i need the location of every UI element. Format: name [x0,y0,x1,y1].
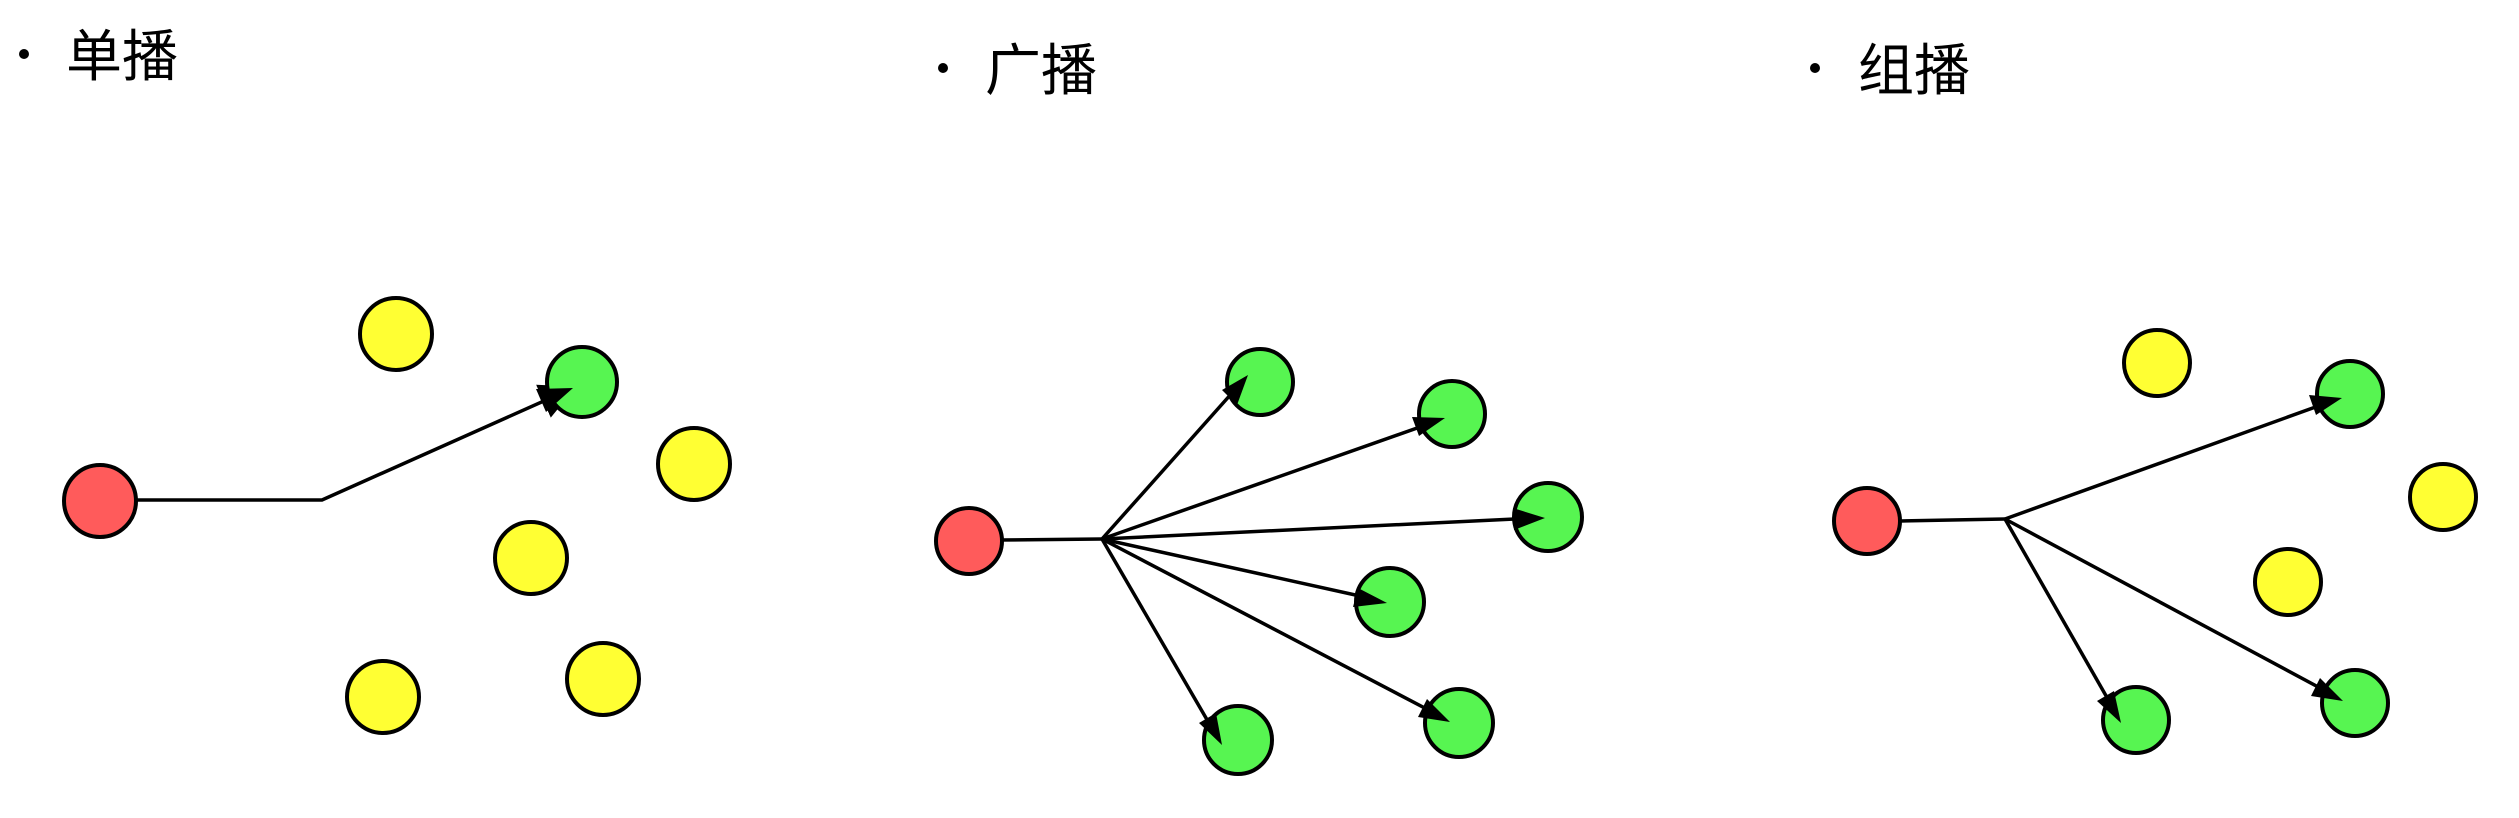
receiver-node [2101,685,2171,755]
receiver-node [1202,704,1274,776]
arrowhead-multicast [2311,678,2343,701]
edge-broadcast-branch [1101,516,1536,541]
bullet-broadcast [938,63,948,73]
edge-broadcast-branch [1100,382,1242,541]
edge-broadcast-branch [1101,537,1441,718]
receiver-node [2320,668,2390,738]
arrowhead-unicast [536,388,573,412]
edge-multicast-branch [2004,398,2336,521]
receiver-node [1417,379,1487,449]
edge-broadcast-branch [1100,538,1215,731]
sender-node [62,463,138,539]
receiver-node [1225,347,1295,417]
other-node [493,520,569,596]
arrowhead-broadcast [1222,375,1248,405]
arrowhead-multicast [2097,691,2121,723]
edge-broadcast-branch [1101,419,1438,541]
edge-multicast-branch [2003,518,2115,709]
edge-broadcast-trunk [999,537,1103,542]
bullet-multicast [1810,63,1820,73]
arrowhead-multicast [2309,395,2342,415]
arrowhead-broadcast [1199,713,1222,745]
panel-multicast: 组播 [1810,39,2478,755]
arrowhead-broadcast [1418,699,1450,722]
arrowhead-broadcast [1513,508,1545,530]
title-multicast: 组播 [1858,39,1970,104]
edge-broadcast-branch [1101,537,1379,602]
edge-unicast-sender-to-receiver [134,384,577,502]
other-node [358,296,434,372]
other-node [2408,462,2478,532]
bullet-unicast [19,49,29,59]
panel-broadcast: 广播 [934,39,1584,776]
sender-node [934,506,1004,576]
title-broadcast: 广播 [985,39,1097,104]
other-node [2122,328,2192,398]
title-unicast: 单播 [66,25,178,90]
arrowhead-broadcast [1353,588,1387,607]
sender-node [1832,486,1902,556]
edge-multicast-branch [2004,517,2336,698]
other-node [2253,547,2323,617]
other-node [565,641,641,717]
arrowhead-broadcast [1412,417,1445,436]
other-node [345,659,421,735]
edge-multicast-trunk [1899,517,2006,523]
receiver-node [1423,687,1495,759]
receiver-node [2315,359,2385,429]
receiver-node [545,345,619,419]
other-node [656,426,732,502]
panel-unicast: 单播 [19,25,732,735]
